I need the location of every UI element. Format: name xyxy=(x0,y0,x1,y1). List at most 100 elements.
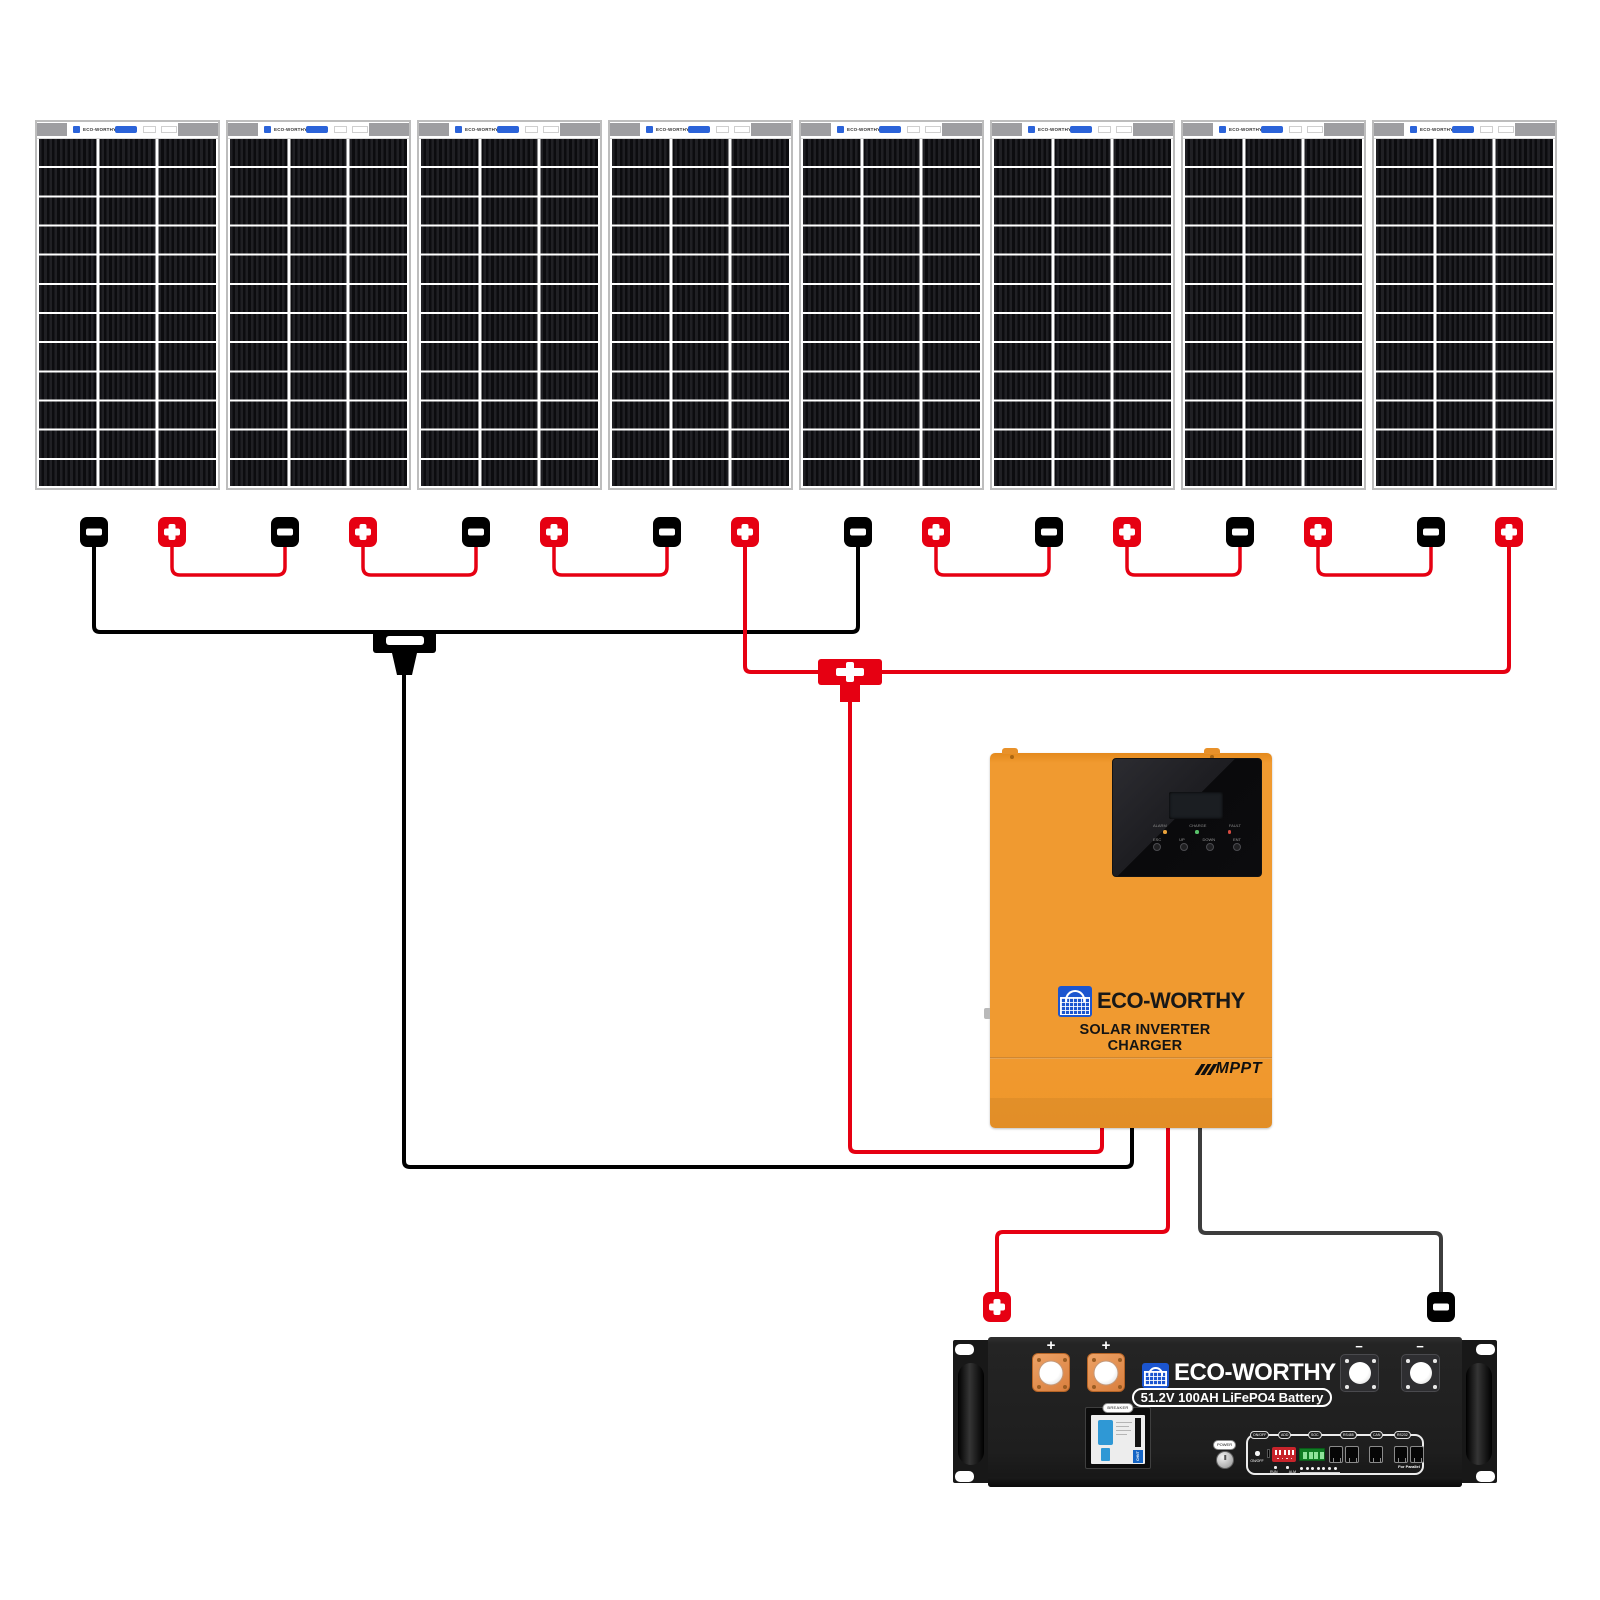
string1-negative-bus-wire xyxy=(92,544,860,634)
status-leds xyxy=(1163,830,1231,834)
series-jumper-wire xyxy=(934,544,1051,577)
breaker-brand: CHNT xyxy=(1133,1450,1143,1463)
soc-scale-line xyxy=(1300,1472,1340,1473)
terminal-block[interactable] xyxy=(1299,1448,1325,1461)
rj45-port[interactable] xyxy=(1369,1446,1383,1463)
battery-handle[interactable] xyxy=(1466,1363,1492,1465)
battery-breaker: BREAKER CHNT xyxy=(1085,1403,1151,1469)
panel-spec-box xyxy=(1289,126,1302,133)
parallel-label: For Parallel xyxy=(1398,1464,1420,1469)
panel2-negative-connector xyxy=(271,517,299,547)
soc-led-icon xyxy=(1322,1466,1326,1470)
panel-badge xyxy=(1261,126,1283,133)
down-button[interactable] xyxy=(1206,843,1215,851)
battery-handle[interactable] xyxy=(958,1363,984,1465)
battery-positive-terminal[interactable] xyxy=(1087,1353,1125,1392)
breaker-text-line xyxy=(1116,1422,1132,1423)
panel-frame-block xyxy=(1374,123,1404,136)
esc-button[interactable] xyxy=(1153,843,1161,851)
negative-terminal-label: − xyxy=(1355,1339,1363,1354)
alarm-led-icon xyxy=(1163,830,1167,834)
solar-panel: ECO-WORTHY xyxy=(35,120,220,490)
panel-frame-block xyxy=(419,123,449,136)
terminal-pin xyxy=(1308,1452,1313,1459)
pv-positive-feed-wire xyxy=(848,696,1104,1154)
panel-brand-label: ECO-WORTHY xyxy=(274,127,308,132)
solar-panel: ECO-WORTHY xyxy=(990,120,1175,490)
power-label: POWER xyxy=(1213,1440,1237,1450)
run-led-icon xyxy=(1274,1466,1277,1469)
series-jumper-wire xyxy=(361,544,478,577)
panel-label-strip: ECO-WORTHY xyxy=(1183,122,1364,139)
breaker-toggle[interactable] xyxy=(1101,1448,1110,1461)
soc-led-icon xyxy=(1328,1466,1331,1470)
panel-frame-block xyxy=(942,123,982,136)
panel-badge xyxy=(115,126,137,133)
inverter-bottom-section xyxy=(990,1098,1272,1128)
status-led-label: FAULT xyxy=(1228,823,1241,828)
solar-panel: ECO-WORTHY xyxy=(608,120,793,490)
panel-label-strip: ECO-WORTHY xyxy=(37,122,218,139)
panel-grid-icon xyxy=(1060,996,1090,1015)
alm-led-icon xyxy=(1286,1466,1289,1469)
reset-slot[interactable] xyxy=(1267,1449,1270,1458)
panel-label-strip: ECO-WORTHY xyxy=(801,122,982,139)
battery-negative-terminal[interactable] xyxy=(1340,1354,1379,1392)
dip-switch[interactable] xyxy=(1272,1447,1296,1462)
soc-led-icon xyxy=(1305,1466,1309,1470)
power-icon xyxy=(1224,1455,1226,1460)
pv-negative-feed-wire xyxy=(402,668,1134,1169)
eco-worthy-logo-icon xyxy=(1058,986,1092,1017)
dip-tick xyxy=(1275,1450,1277,1455)
panel-cells xyxy=(421,139,598,486)
terminal-post xyxy=(1038,1360,1064,1385)
eco-worthy-logo-icon xyxy=(1142,1363,1169,1388)
solar-panel: ECO-WORTHY xyxy=(799,120,984,490)
panel7-positive-connector xyxy=(1304,517,1332,547)
run-alm-labels: RUN ALM xyxy=(1270,1470,1296,1474)
io-port-label: ADD xyxy=(1278,1431,1292,1439)
panel-spec-box xyxy=(352,126,368,133)
panel-grid-icon xyxy=(1144,1371,1167,1386)
panel-frame-block xyxy=(228,123,258,136)
dip-dot xyxy=(1290,1457,1292,1459)
solar-panel: ECO-WORTHY xyxy=(1372,120,1557,490)
rj45-port-parallel[interactable] xyxy=(1410,1446,1424,1463)
panel-frame-block xyxy=(992,123,1022,136)
brand-logo-icon xyxy=(73,126,80,133)
battery-positive-terminal[interactable] xyxy=(1032,1353,1070,1392)
inverter-brand: ECO-WORTHY xyxy=(1097,988,1245,1013)
soc-led-icon xyxy=(1300,1466,1303,1470)
up-button[interactable] xyxy=(1179,843,1188,851)
breaker-bar xyxy=(1135,1418,1141,1447)
soc-led-icon xyxy=(1316,1466,1320,1470)
rack-ear-slot xyxy=(955,1344,974,1355)
solar-panel: ECO-WORTHY xyxy=(417,120,602,490)
panel4-negative-connector xyxy=(653,517,681,547)
power-button[interactable] xyxy=(1216,1451,1234,1469)
rj45-port[interactable] xyxy=(1345,1446,1359,1463)
rj45-port[interactable] xyxy=(1329,1446,1343,1463)
panel-badge xyxy=(688,126,710,133)
panel-cells xyxy=(1185,139,1362,486)
panel-spec-box xyxy=(734,126,750,133)
panel-brand-label: ECO-WORTHY xyxy=(656,127,690,132)
panel-frame-block xyxy=(751,123,791,136)
io-port-label: SOC xyxy=(1308,1431,1322,1439)
panel-spec-box xyxy=(716,126,729,133)
battery-negative-terminal[interactable] xyxy=(1401,1354,1440,1392)
panel-brand-label: ECO-WORTHY xyxy=(1420,127,1454,132)
battery-brand: ECO-WORTHY xyxy=(1174,1359,1336,1386)
enter-button[interactable] xyxy=(1232,843,1241,851)
screw-icon xyxy=(1406,1359,1410,1363)
panel-seam xyxy=(990,1057,1272,1059)
ground-lug xyxy=(984,1008,990,1019)
inverter-display-panel: ALARM CHARGE FAULT ESC UP DOWN ENT xyxy=(1112,758,1262,877)
status-led-label: CHARGE xyxy=(1189,823,1207,828)
rj45-port-parallel[interactable] xyxy=(1394,1446,1408,1463)
brand-logo-icon xyxy=(1219,126,1226,133)
button-label: ESC xyxy=(1153,837,1162,842)
panel-cells xyxy=(803,139,980,486)
rack-ear-slot xyxy=(955,1471,974,1482)
